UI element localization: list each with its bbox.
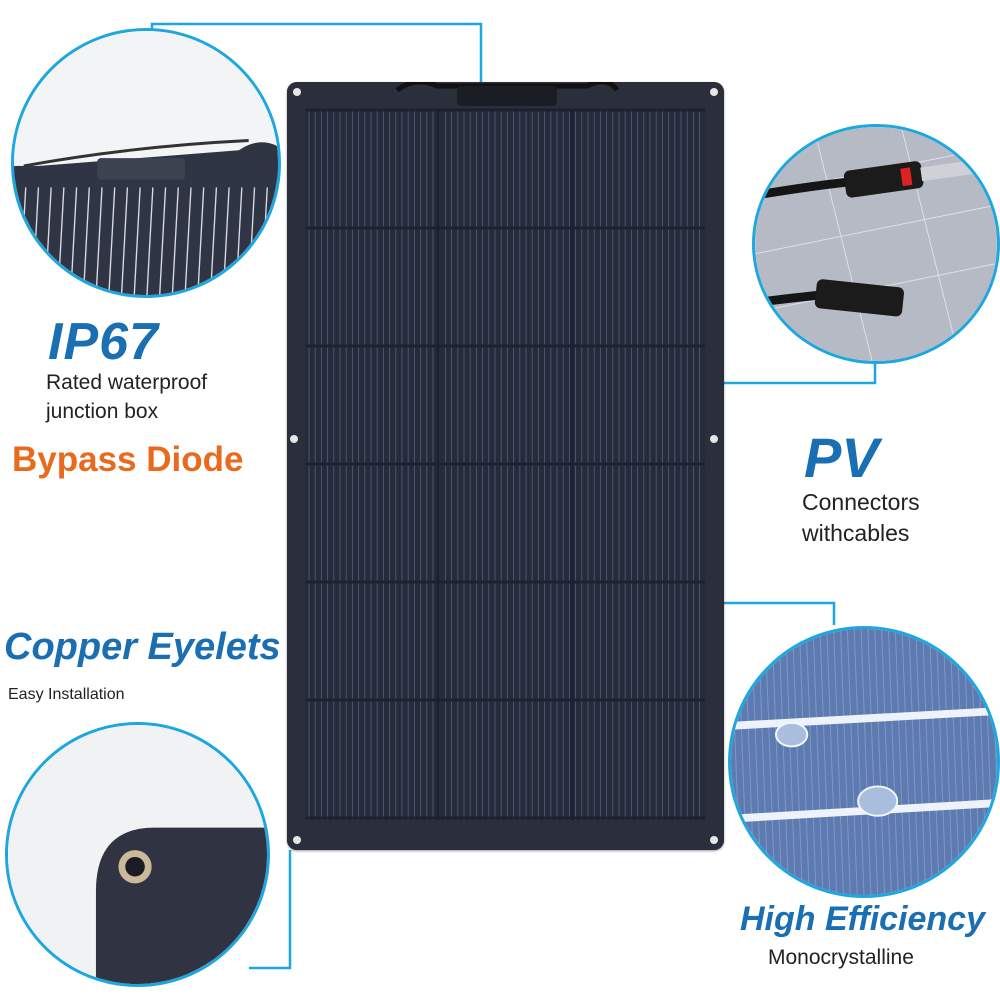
junction-description-line2: junction box (46, 400, 159, 423)
pv-title: PV (804, 426, 879, 489)
monocrystalline-label: Monocrystalline (768, 946, 914, 969)
connectors-description-line2: withcables (802, 520, 910, 546)
line-efficiency (724, 601, 836, 625)
copper-eyelet-photo (5, 722, 270, 987)
connectors-description-line1: Connectors (802, 489, 920, 515)
line-connectors (724, 360, 877, 385)
bypass-diode-label: Bypass Diode (12, 440, 244, 479)
junction-description-line1: Rated waterproof (46, 371, 208, 394)
pv-connectors-photo (752, 124, 1000, 364)
high-efficiency-title: High Efficiency (740, 900, 985, 938)
high-efficiency-photo (728, 626, 1000, 898)
easy-installation-label: Easy Installation (8, 686, 125, 703)
solar-panel (287, 82, 724, 850)
line-eyelets (249, 850, 292, 970)
copper-eyelets-title: Copper Eyelets (4, 626, 281, 668)
ip67-title: IP67 (48, 313, 159, 371)
junction-box-photo (11, 28, 281, 298)
